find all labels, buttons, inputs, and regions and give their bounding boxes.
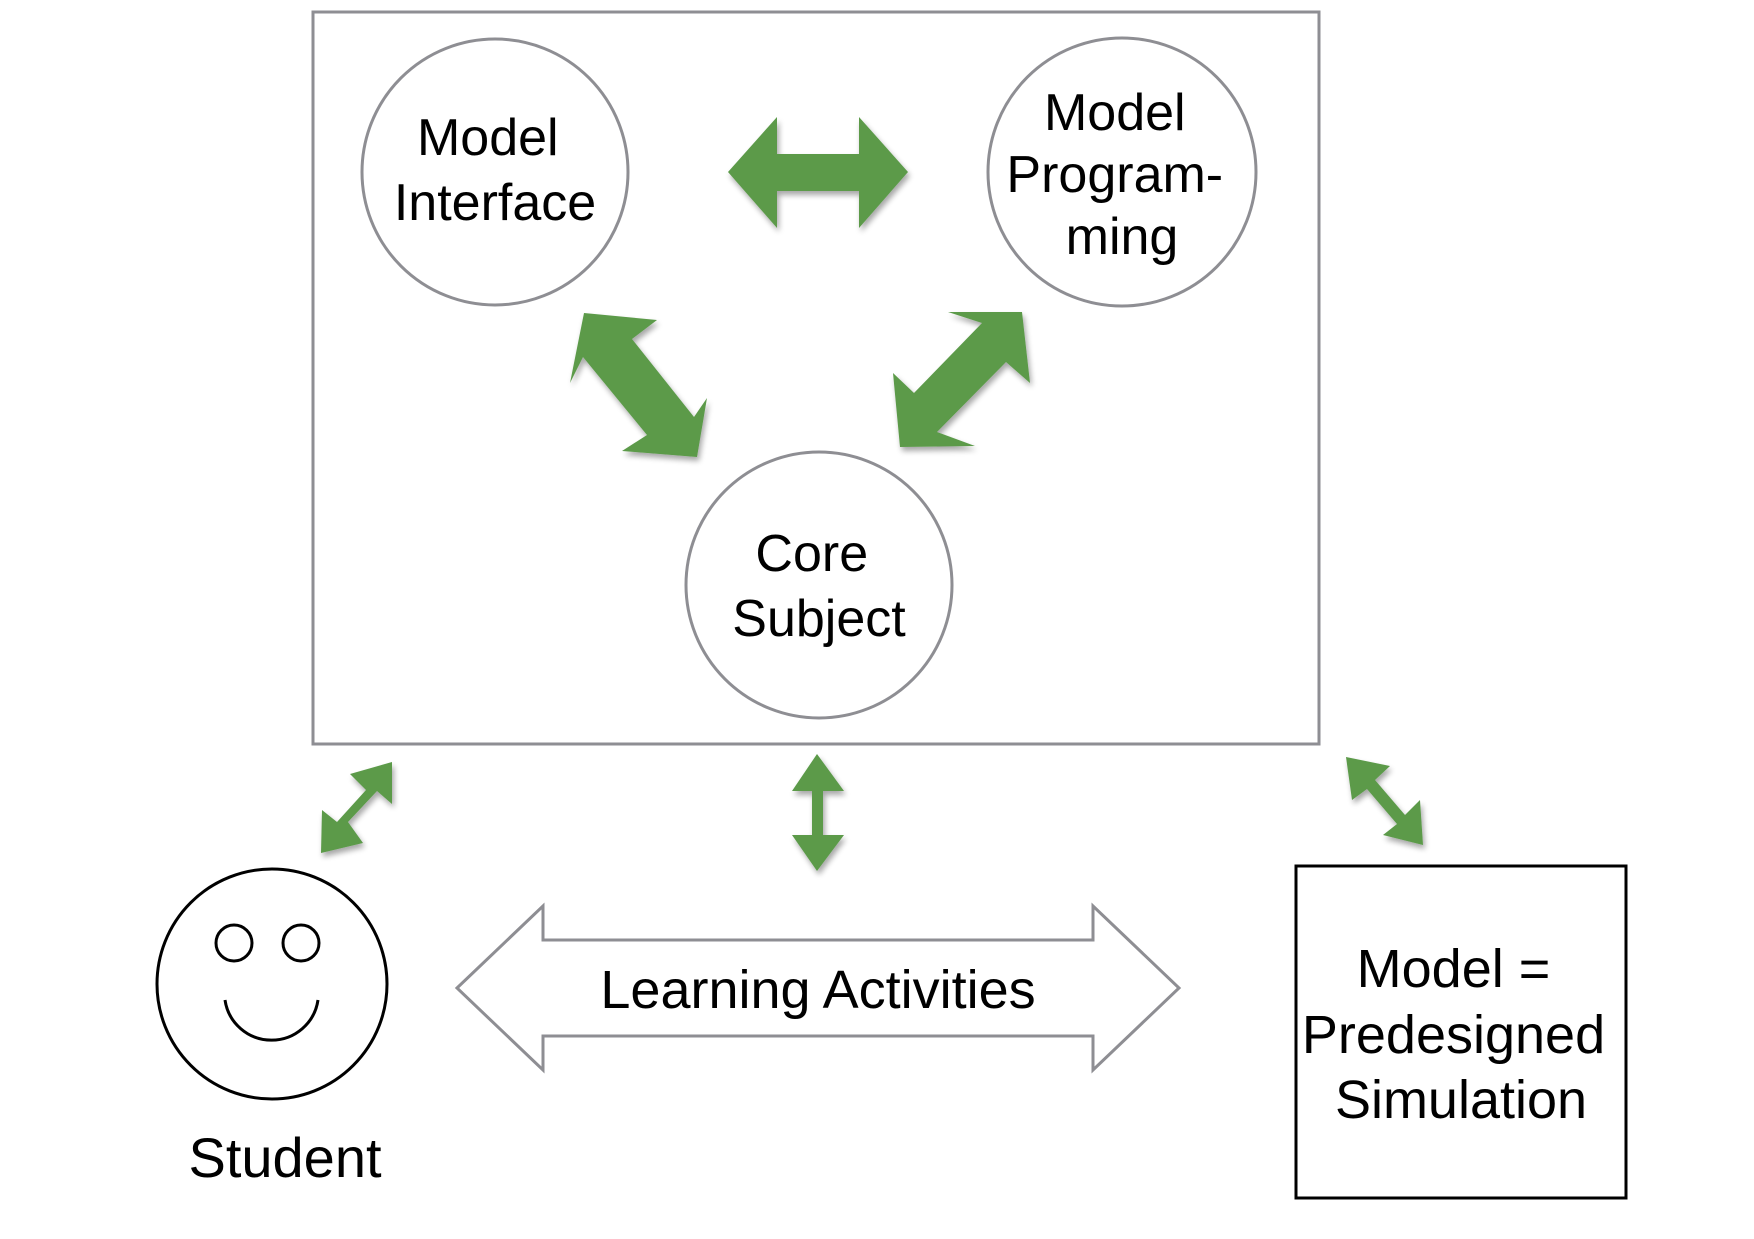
node-predesigned-simulation: Model = Predesigned Simulation [1294,864,1628,1200]
node-model-interface-label: Model Interface [394,109,596,232]
node-core-subject-label: Core Subject [732,525,906,648]
node-core-subject: Core Subject [684,450,954,720]
label-line: Subject [732,590,906,648]
arrow-system-activities-icon [792,754,844,871]
right-eye-icon [281,923,321,963]
label-line: Core [755,525,868,583]
arrow-system-student-icon [321,762,392,853]
label-line: Predesigned [1302,1005,1605,1065]
label-line: Interface [394,174,596,232]
node-model-programming-circle [986,36,1258,308]
node-predesigned-simulation-label: Model = Predesigned Simulation [1302,939,1620,1130]
label-line: Model = [1357,939,1551,999]
node-model-programming: Model Program- ming [986,36,1258,308]
label-line: Model [1044,84,1186,142]
learning-activities-label: Learning Activities [600,960,1035,1020]
student-label: Student [188,1126,381,1189]
arrow-interface-core-icon [570,313,707,457]
learning-activities-arrow-outline [454,902,1182,1074]
label-line: ming [1066,208,1179,266]
system-container-box [311,10,1321,746]
arrow-system-simulation-icon [1346,757,1423,845]
smiley-face-icon [155,867,389,1101]
label-line: Simulation [1335,1070,1587,1130]
left-eye-icon [214,923,254,963]
node-core-subject-circle [684,450,954,720]
node-model-interface: Model Interface [360,37,630,307]
learning-activities-arrow: Learning Activities [454,902,1182,1074]
smile-icon [223,999,320,1042]
label-line: Program- [1006,146,1223,204]
label-line: Model [417,109,559,167]
arrow-programming-core-icon [893,312,1030,447]
arrow-interface-programming-icon [728,117,908,228]
node-model-programming-label: Model Program- ming [1006,84,1237,266]
student-avatar: Student [155,867,389,1189]
node-model-interface-circle [360,37,630,307]
node-predesigned-simulation-box [1294,864,1628,1200]
